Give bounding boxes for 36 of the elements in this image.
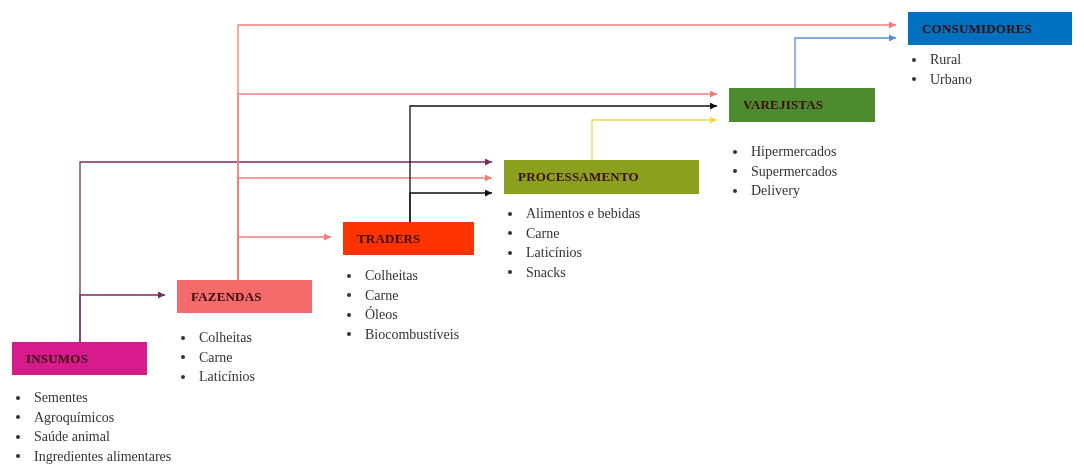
stage-title: PROCESSAMENTO [518,169,639,185]
list-item: Biocombustíveis [365,325,460,344]
list-item: Colheitas [199,329,252,347]
arrow [79,158,493,343]
list-item: Ingredientes alimentares [34,447,172,466]
stage-box [343,222,474,255]
list-item: Saúde animal [34,428,110,446]
stage-box [908,12,1072,45]
stage-title: TRADERS [357,230,421,247]
stage-title: CONSUMIDORES [922,20,1033,37]
stage-title: INSUMOS [26,350,89,367]
stage-box [729,88,875,122]
list-item: Delivery [751,182,800,200]
list-item: Óleos [365,305,398,324]
list-item: Agroquímicos [34,408,115,427]
list-item: Laticínios [526,244,582,262]
list-item: Hipermercados [751,143,837,161]
stage-title: FAZENDAS [191,288,262,305]
list-item: Carne [526,224,560,243]
list-item: Supermercados [751,162,838,181]
stage-box [12,342,147,375]
stage-box [177,280,312,313]
list-item: Carne [199,348,233,367]
arrow [409,102,718,223]
list-item: Snacks [526,263,566,282]
list-item: Carne [365,286,399,305]
stage-title: VAREJISTAS [743,97,824,113]
list-item: Laticínios [199,368,255,386]
list-item: Urbano [930,70,972,89]
list-item: Sementes [34,389,88,407]
list-item: Alimentos e bebidas [526,205,641,223]
list-item: Rural [930,51,962,69]
list-item: Colheitas [365,267,418,285]
stage-box [504,160,699,194]
arrow [794,34,897,89]
arrow [591,116,718,161]
